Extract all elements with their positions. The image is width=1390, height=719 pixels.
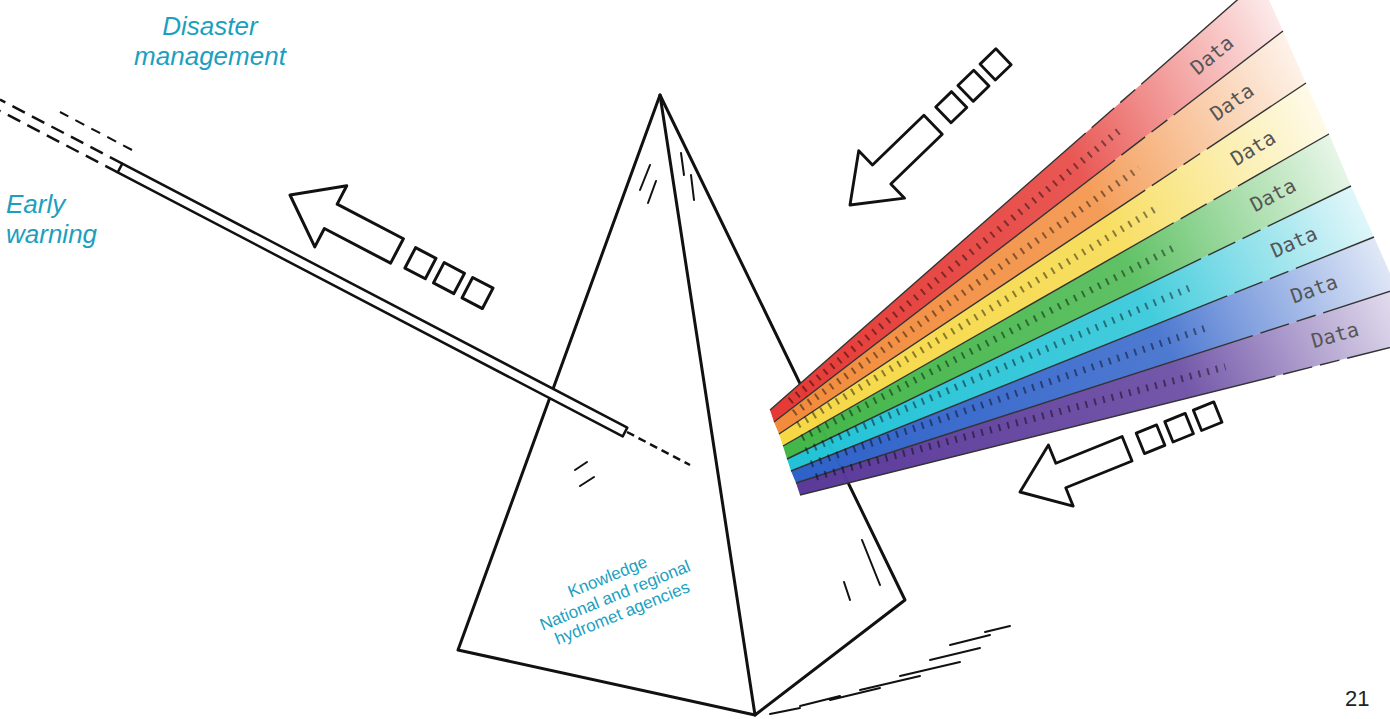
beam-label: Data: [1185, 30, 1237, 79]
arrow-square: [462, 278, 493, 309]
beam-tick: [811, 327, 1208, 464]
arrow-square: [1193, 402, 1222, 431]
beam-edge: [779, 83, 1306, 434]
beam-label: Data: [1309, 317, 1362, 353]
arrow-shape: [827, 101, 956, 229]
beam-tick: [798, 208, 1157, 425]
beam-label: Data: [1226, 125, 1280, 171]
beam-label: Data: [1288, 269, 1341, 308]
arrow-square: [958, 70, 989, 101]
beam-edges: [770, 0, 1390, 495]
prism-edge: [660, 95, 755, 715]
beam-dashes: [60, 112, 132, 150]
beam-label: Data: [1206, 78, 1259, 126]
beam-tick: [794, 168, 1139, 413]
beam-dashes: [0, 100, 122, 173]
arrow-square: [433, 263, 464, 294]
arrow-square: [405, 248, 436, 279]
beam-label: Data: [1267, 221, 1321, 262]
beam-tick: [802, 248, 1174, 438]
beam-dashes: [627, 432, 690, 465]
light-beams: [770, 0, 1390, 495]
prism-face: KnowledgeNational and regional hydromet …: [519, 530, 711, 659]
flow-arrow: [274, 164, 504, 329]
arrow-square: [1136, 425, 1165, 454]
flow-arrow: [827, 33, 1026, 229]
arrow-square: [980, 49, 1011, 80]
beam-edge: [791, 237, 1374, 471]
arrow-shape: [274, 164, 413, 281]
arrow-square: [1165, 413, 1194, 442]
page-number: 21: [1345, 686, 1369, 712]
beam-tick: [816, 367, 1225, 477]
output-label: Disaster management: [125, 12, 295, 72]
flow-arrow: [1008, 381, 1231, 522]
output-label: Early warning: [6, 190, 136, 250]
beam-label: Data: [1246, 173, 1300, 217]
beam-edge: [787, 186, 1351, 459]
arrow-square: [936, 92, 967, 123]
arrow-shape: [1008, 418, 1140, 522]
beam-edge: [774, 31, 1283, 422]
output-beam: [118, 164, 628, 437]
